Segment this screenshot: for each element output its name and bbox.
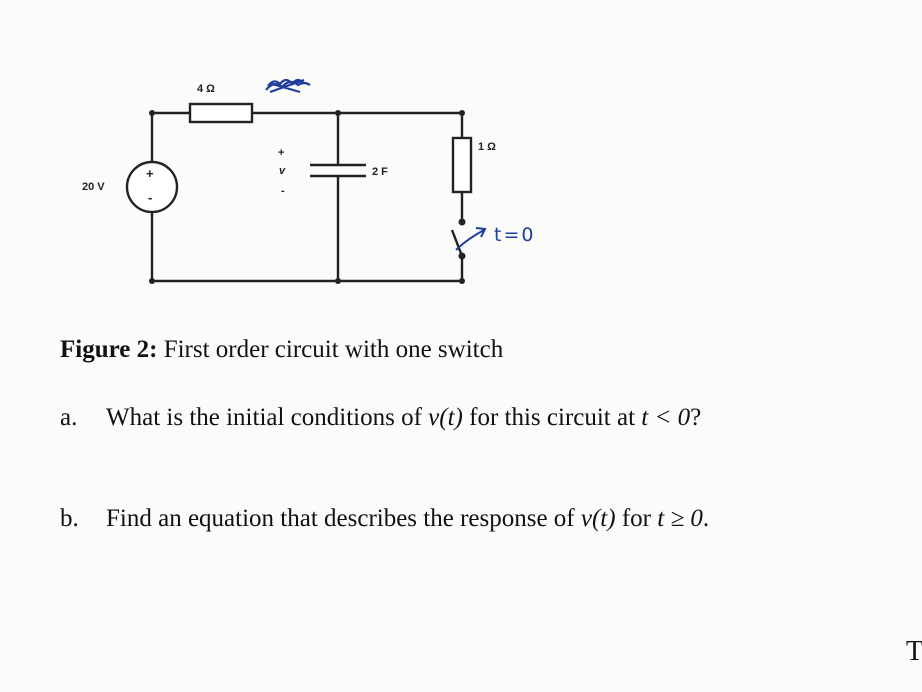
- source-plus: +: [146, 166, 154, 181]
- capacitor-2f: [310, 163, 366, 178]
- question-a-condition: t < 0: [641, 404, 691, 431]
- question-b: b. Find an equation that describes the re…: [60, 505, 709, 533]
- question-b-end: .: [702, 505, 710, 532]
- question-b-text: Find an equation that describes the resp…: [106, 505, 581, 532]
- source-label: 20 V: [82, 181, 105, 193]
- scribble-mark: [265, 78, 311, 94]
- switch-time-label: t=0: [494, 224, 535, 246]
- resistor-right-label: 1 Ω: [478, 141, 496, 153]
- question-a-letter: a.: [60, 404, 78, 431]
- question-a-text-2: for this circuit at: [462, 404, 642, 431]
- circuit-wires: [150, 111, 464, 283]
- resistor-top-label: 4 Ω: [197, 83, 215, 95]
- source-minus: -: [148, 190, 152, 205]
- circuit-diagram: 4 Ω 1 Ω 2 F + v - + - 20 V t=0: [82, 78, 535, 284]
- figure-caption: Figure 2: First order circuit with one s…: [60, 336, 503, 364]
- voltage-label-v: v: [279, 165, 286, 177]
- question-b-condition: t ≥ 0: [657, 505, 703, 532]
- resistor-1ohm: [451, 136, 473, 194]
- question-b-variable: v(t): [580, 505, 616, 532]
- question-a-text: What is the initial conditions of: [106, 404, 429, 431]
- page-edge-char: T: [906, 636, 922, 667]
- voltage-minus: -: [281, 185, 285, 197]
- question-a-variable: v(t): [428, 404, 463, 431]
- resistor-4ohm: [188, 102, 254, 124]
- question-b-letter: b.: [60, 505, 79, 532]
- capacitor-label: 2 F: [372, 166, 388, 178]
- switch: [450, 229, 464, 257]
- figure-label: Figure 2:: [60, 336, 158, 363]
- voltage-source: [125, 160, 179, 214]
- switch-arrow-icon: [455, 227, 487, 251]
- question-b-text-2: for: [615, 505, 658, 532]
- figure-caption-text: First order circuit with one switch: [157, 336, 504, 363]
- circuit-nodes: [149, 110, 466, 284]
- voltage-plus: +: [278, 147, 284, 159]
- question-a: a. What is the initial conditions of v(t)…: [60, 404, 701, 432]
- question-a-end: ?: [690, 404, 702, 431]
